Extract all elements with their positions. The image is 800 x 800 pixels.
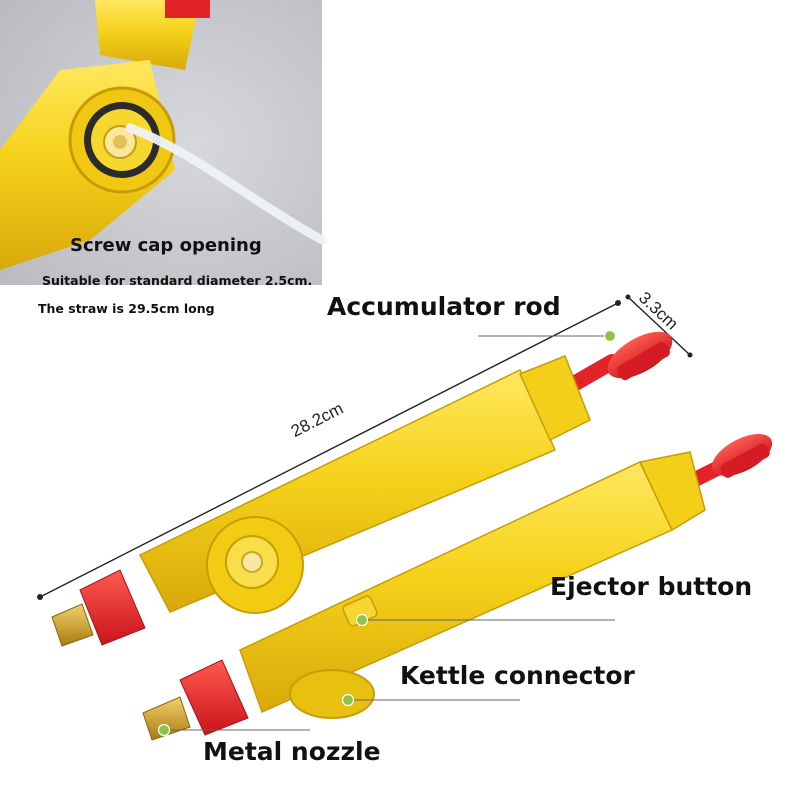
- screw-cap-inset-photo: [0, 0, 327, 285]
- callout-ejector-button: [355, 613, 615, 627]
- label-accumulator-rod: Accumulator rod: [327, 292, 561, 321]
- callout-metal-nozzle: [157, 723, 310, 737]
- length-dimension-line: [37, 300, 621, 600]
- callout-accumulator-rod: [478, 329, 617, 343]
- inset-line-2: The straw is 29.5cm long: [38, 301, 215, 316]
- lower-sprayer: [142, 434, 773, 741]
- diameter-dimension-line: [625, 294, 693, 358]
- inset-line-1: Suitable for standard diameter 2.5cm.: [42, 273, 313, 288]
- upper-sprayer: [51, 331, 673, 647]
- label-kettle-connector: Kettle connector: [400, 661, 635, 690]
- label-ejector-button: Ejector button: [550, 572, 753, 601]
- inset-title: Screw cap opening: [70, 235, 262, 256]
- callout-kettle-connector: [341, 693, 520, 707]
- label-metal-nozzle: Metal nozzle: [203, 737, 381, 766]
